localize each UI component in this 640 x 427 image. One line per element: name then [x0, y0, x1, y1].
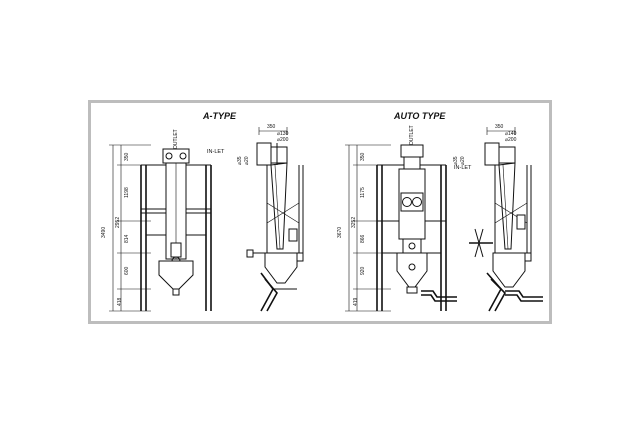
auto-type-total-dim: 3252 — [351, 217, 357, 228]
a-type-side-view — [246, 127, 304, 312]
a-type-dim-2: 1198 — [124, 187, 130, 198]
a-type-dimensions — [109, 144, 151, 312]
auto-type-side-view — [469, 127, 543, 312]
auto-type-title: AUTO TYPE — [393, 111, 446, 121]
auto-type-dim-top-200: ⌀200 — [505, 137, 517, 143]
auto-type-dim-2: 1175 — [360, 187, 366, 198]
a-type-dim-top-130: ⌀130 — [277, 131, 289, 137]
auto-type-dim-4: 920 — [360, 266, 366, 275]
auto-type-dim-top-350: 350 — [495, 124, 504, 130]
a-type-inlet-label: IN-LET — [207, 149, 225, 155]
a-type-overall-dim: 3490 — [101, 227, 107, 238]
auto-type-dim-3: 866 — [360, 234, 366, 243]
a-type-dim-1: 350 — [124, 152, 130, 161]
a-type-dim-side-20: ⌀20 — [244, 156, 250, 165]
auto-type-front-column — [396, 144, 457, 302]
auto-type-dim-side-35: ⌀35 — [453, 156, 459, 165]
auto-type-dim-top-140: ⌀140 — [505, 131, 517, 137]
technical-drawing: A-TYPE 3490 2952 350 1198 814 600 418 — [101, 111, 543, 312]
auto-type-outlet-label: OUTLET — [409, 125, 415, 145]
auto-type-front-frame — [376, 164, 447, 311]
auto-type-dim-5: 419 — [353, 297, 359, 306]
a-type-dim-4: 600 — [124, 266, 130, 275]
auto-type-dim-1: 350 — [360, 152, 366, 161]
a-type-outlet-label: OUTLET — [173, 129, 179, 149]
drawing-frame: A-TYPE 3490 2952 350 1198 814 600 418 — [88, 100, 552, 324]
a-type-dim-5: 418 — [117, 297, 123, 306]
a-type-dim-top-200: ⌀200 — [277, 137, 289, 143]
auto-type-inlet-label: IN-LET — [454, 165, 472, 171]
a-type-dim-side-35: ⌀35 — [237, 156, 243, 165]
a-type-title: A-TYPE — [202, 111, 237, 121]
auto-type-dim-side-20: ⌀20 — [460, 156, 466, 165]
auto-type-overall-dim: 3670 — [337, 227, 343, 238]
a-type-total-dim: 2952 — [115, 217, 121, 228]
a-type-dim-top-350: 350 — [267, 124, 276, 130]
a-type-front-column — [158, 148, 194, 296]
a-type-dim-3: 814 — [124, 234, 130, 243]
